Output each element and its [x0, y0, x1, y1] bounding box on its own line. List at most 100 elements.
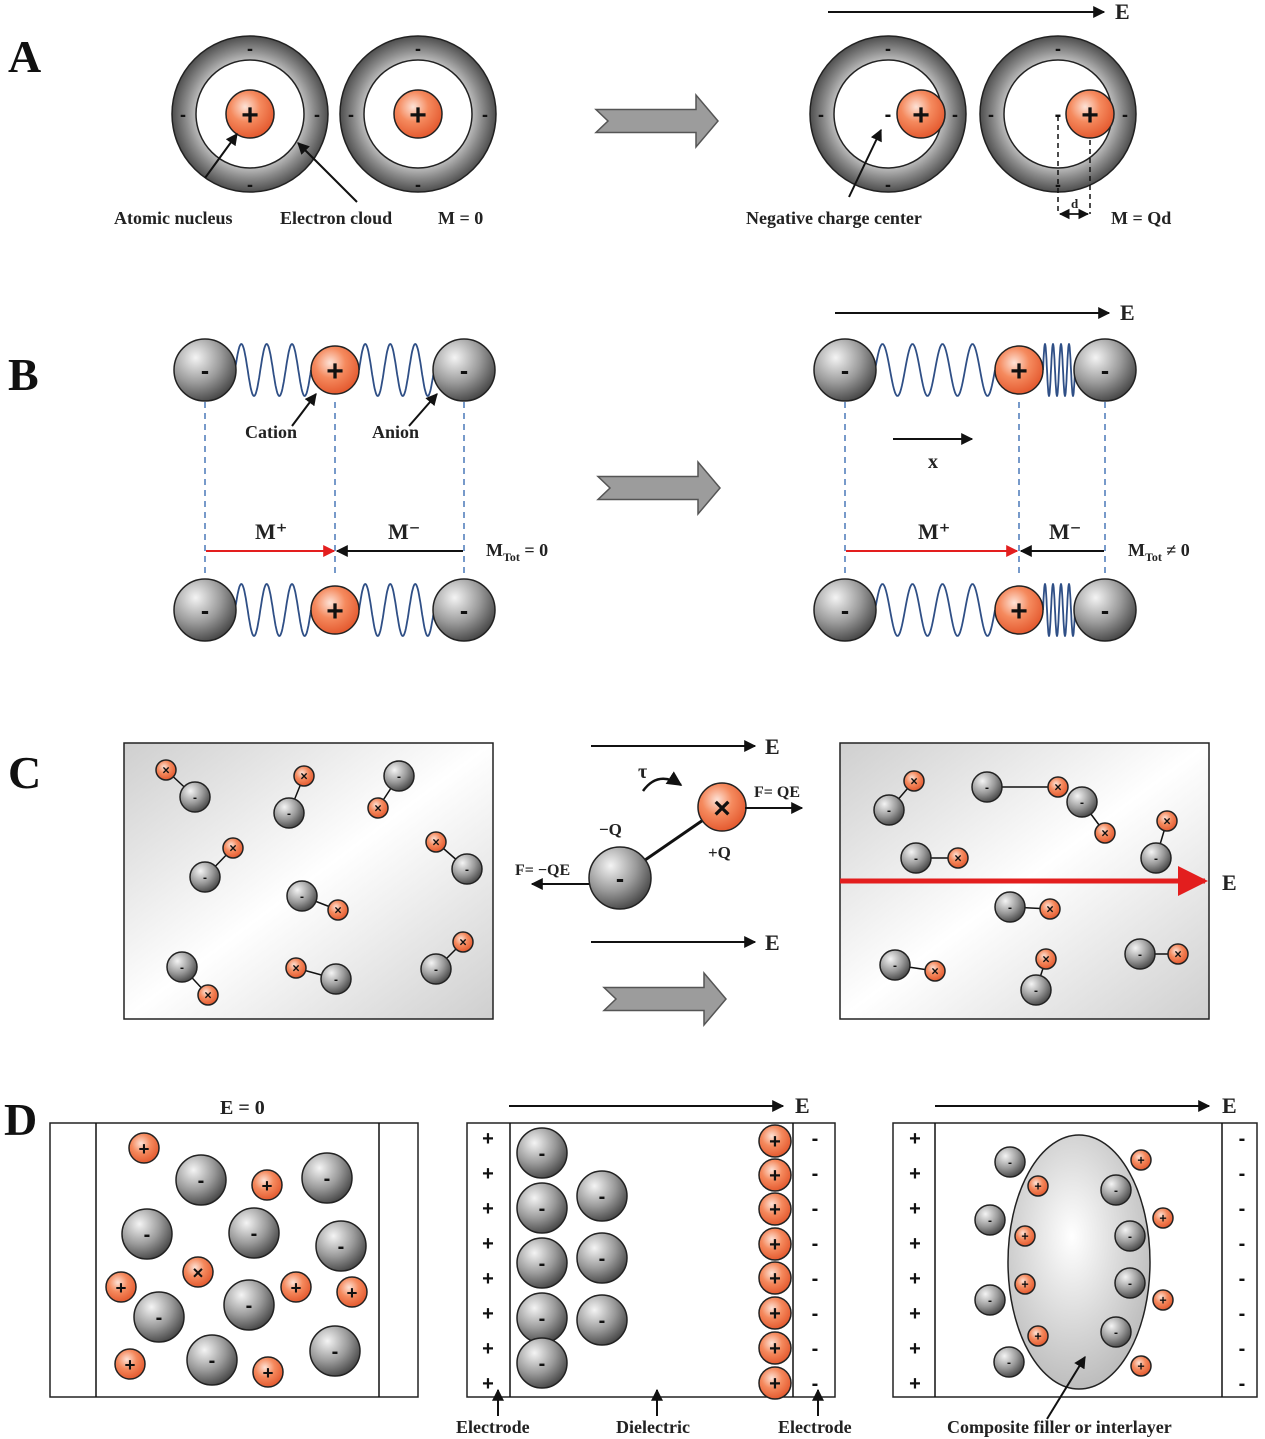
spring [1042, 583, 1076, 637]
minus-sign: - [616, 866, 624, 893]
spring [234, 342, 312, 398]
electron-sign: - [818, 104, 824, 124]
anion [309, 1325, 361, 1377]
plus-sign: + [1081, 99, 1099, 132]
electron-sign: - [988, 104, 994, 124]
plus-sign: + [1159, 1212, 1166, 1226]
plus-sign: × [300, 770, 307, 784]
plus-sign: + [1137, 1154, 1144, 1168]
cation [758, 1192, 792, 1226]
m-tot-zero-label: MTot = 0 [486, 540, 548, 564]
electrode-minus: - [1239, 1373, 1246, 1395]
minus-sign: - [460, 598, 468, 625]
minus-sign: - [841, 358, 849, 385]
dipole-cation [452, 931, 474, 953]
electrode-minus: - [812, 1373, 819, 1395]
minus-sign: - [1034, 983, 1038, 997]
plus-sign: × [1042, 953, 1049, 967]
plus-sign: × [229, 842, 236, 856]
minus-sign: - [198, 1170, 205, 1192]
anion [993, 1346, 1025, 1378]
minus-sign: - [1114, 1183, 1118, 1197]
cation [251, 1169, 283, 1201]
cation [758, 1331, 792, 1365]
dipole-cation [222, 837, 244, 859]
cation [252, 1356, 284, 1388]
plus-sign: + [769, 1303, 781, 1325]
field-label-c-bottom: E [765, 930, 780, 955]
electrode-minus: - [812, 1198, 819, 1220]
cation [994, 585, 1044, 635]
electrode-minus: - [1239, 1233, 1246, 1255]
pointer-composite [1046, 1355, 1086, 1420]
minus-sign: - [599, 1310, 606, 1332]
cation [105, 1271, 137, 1303]
electrode-minus: - [812, 1128, 819, 1150]
cation [114, 1348, 146, 1380]
dipole-cation [425, 831, 447, 853]
cation [1130, 1149, 1152, 1171]
minus-sign: - [539, 1143, 546, 1165]
plus-sign: × [193, 1262, 204, 1283]
minus-sign: - [1114, 1325, 1118, 1339]
plus-sign: + [139, 1138, 150, 1159]
electrode-minus: - [812, 1268, 819, 1290]
cation [1014, 1273, 1036, 1295]
cation [182, 1256, 214, 1288]
electron-sign: - [885, 38, 891, 58]
field-label-d-mid: E [795, 1093, 810, 1118]
minus-sign: - [1007, 1355, 1011, 1369]
cation [128, 1132, 160, 1164]
minus-sign: - [203, 870, 207, 884]
arrow-to-anion [408, 393, 438, 427]
dipole-anion [320, 963, 352, 995]
dipole-anion [873, 794, 905, 826]
dipole-cation [1047, 776, 1069, 798]
plus-sign: + [1021, 1278, 1028, 1292]
spring [358, 343, 435, 397]
electrode-minus: - [1239, 1163, 1246, 1185]
plus-sign: × [1054, 781, 1061, 795]
minus-sign: - [1101, 598, 1109, 625]
electron-sign: - [415, 38, 421, 58]
electrode-plus: + [909, 1373, 921, 1395]
large-anion [588, 846, 652, 910]
minus-sign: - [841, 598, 849, 625]
electrode-right-label: Electrode [778, 1417, 852, 1437]
anion [186, 1334, 238, 1386]
anion [175, 1154, 227, 1206]
minus-sign: - [893, 958, 897, 972]
plus-sign: + [1034, 1330, 1041, 1344]
minus-sign: - [209, 1350, 216, 1372]
plus-sign: × [713, 792, 731, 825]
dipole-anion [1020, 974, 1052, 1006]
plus-sign: × [910, 775, 917, 789]
dipole-anion [1140, 842, 1172, 874]
anion [432, 578, 496, 642]
minus-sign: - [338, 1236, 345, 1258]
plus-sign: × [204, 989, 211, 1003]
anion [228, 1207, 280, 1259]
minus-sign: - [434, 962, 438, 976]
anion [576, 1294, 628, 1346]
minus-sign: - [201, 358, 209, 385]
electrode-plus: + [482, 1163, 494, 1185]
composite-filler [1007, 1134, 1151, 1390]
minus-sign: - [201, 598, 209, 625]
plus-sign: + [912, 99, 930, 132]
electrode-plus: + [482, 1373, 494, 1395]
anion [133, 1291, 185, 1343]
electrode-minus: - [1239, 1338, 1246, 1360]
electrode-plus: + [909, 1163, 921, 1185]
plus-sign: × [1101, 827, 1108, 841]
spring [874, 343, 996, 397]
minus-sign: - [156, 1307, 163, 1329]
electrode-left-label: Electrode [456, 1417, 530, 1437]
electrode-plus: + [482, 1338, 494, 1360]
m-tot-nonzero-label: MTot ≠ 0 [1128, 540, 1190, 564]
cation [1014, 1225, 1036, 1247]
anion [432, 338, 496, 402]
anion [1073, 578, 1137, 642]
dipole-cation [285, 957, 307, 979]
plus-sign: + [1159, 1294, 1166, 1308]
